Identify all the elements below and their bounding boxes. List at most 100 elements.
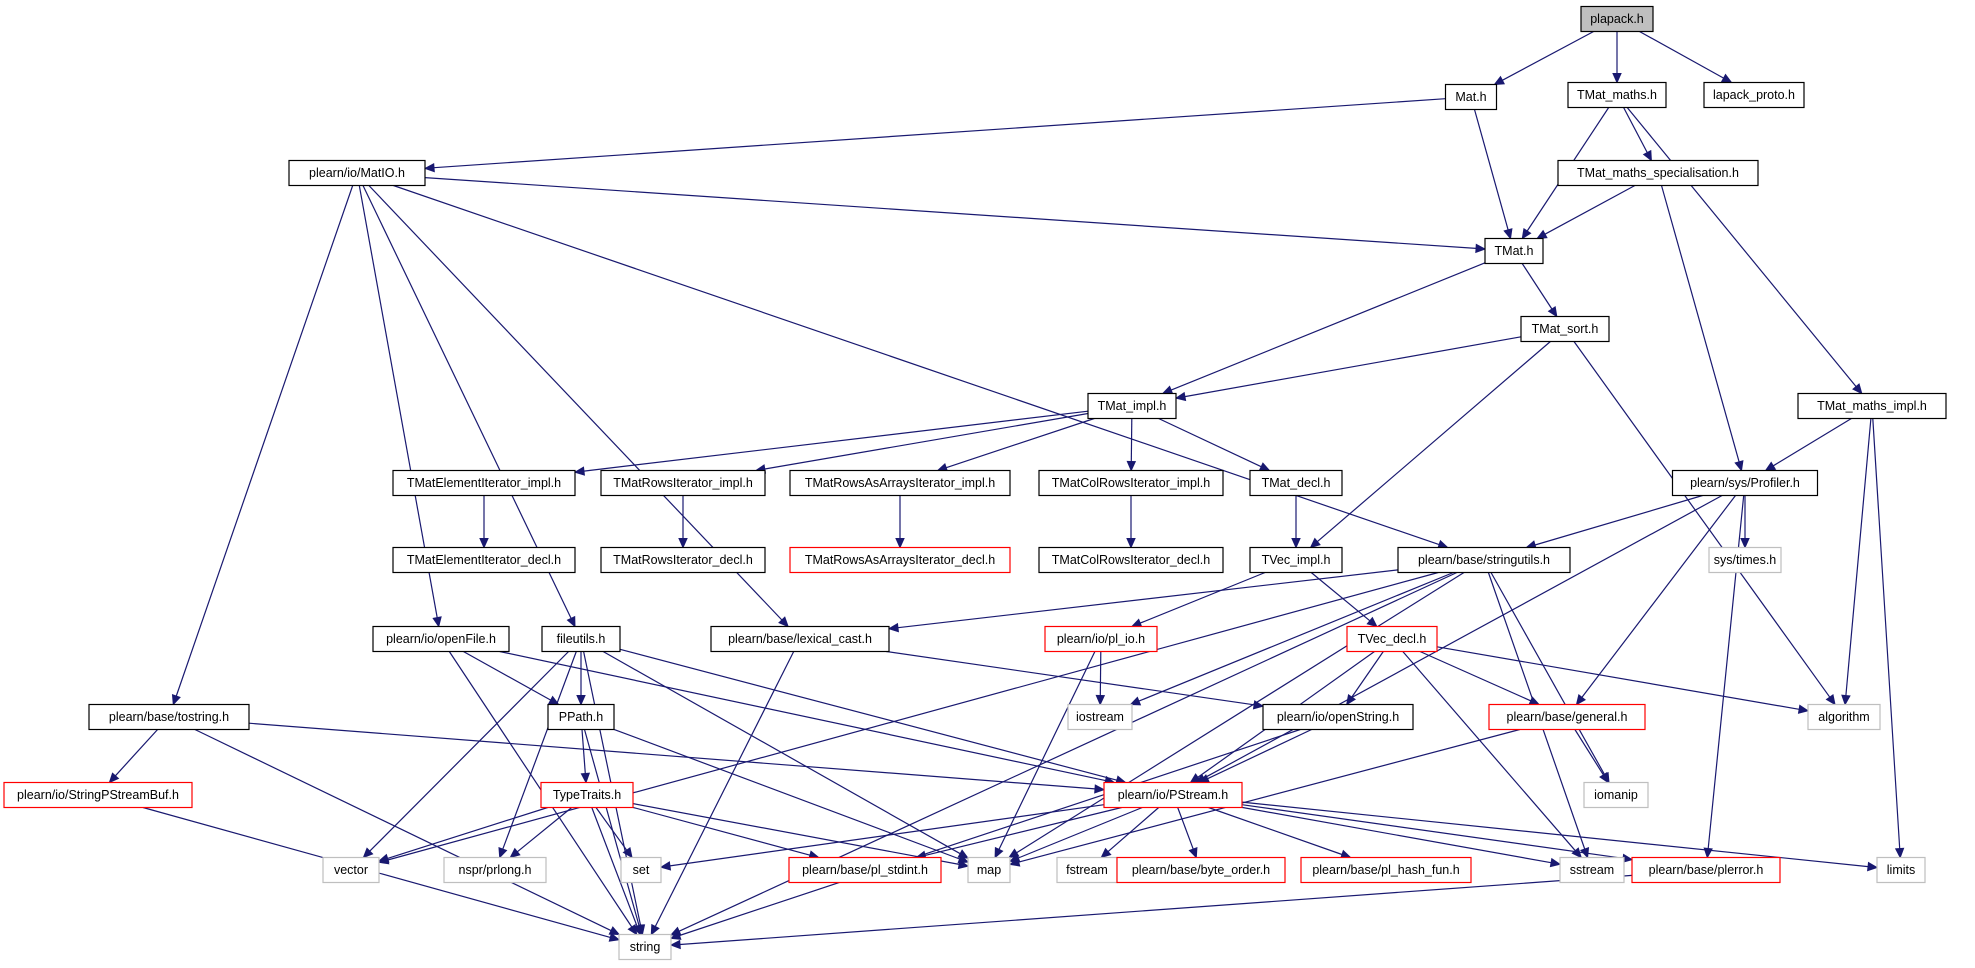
edge-arrowhead bbox=[669, 930, 682, 940]
edges-layer bbox=[108, 30, 1905, 950]
node-tmatelemit-impl-h[interactable]: TMatElementIterator_impl.h bbox=[392, 469, 576, 497]
node-box bbox=[541, 625, 621, 653]
node-tmatcolrowsit-decl-h[interactable]: TMatColRowsIterator_decl.h bbox=[1038, 546, 1224, 574]
node-openfile-h[interactable]: plearn/io/openFile.h bbox=[372, 625, 510, 653]
node-box bbox=[618, 933, 672, 961]
node-lapack-proto-h[interactable]: lapack_proto.h bbox=[1703, 81, 1805, 109]
edge-line bbox=[1573, 341, 1831, 698]
node-box bbox=[1567, 81, 1667, 109]
node-profiler-h[interactable]: plearn/sys/Profiler.h bbox=[1671, 469, 1819, 497]
edge-line bbox=[1130, 418, 1133, 462]
edge-line bbox=[1018, 806, 1143, 859]
node-tostring-h[interactable]: plearn/base/tostring.h bbox=[88, 703, 250, 731]
node-tmatelemit-decl-h[interactable]: TMatElementIterator_decl.h bbox=[392, 546, 576, 574]
node-limits[interactable]: limits bbox=[1876, 856, 1926, 884]
node-map[interactable]: map bbox=[967, 856, 1011, 884]
edge-line bbox=[1138, 571, 1454, 702]
node-tvec-decl-h[interactable]: TVec_decl.h bbox=[1346, 625, 1438, 653]
node-tmatrowsit-decl-h[interactable]: TMatRowsIterator_decl.h bbox=[600, 546, 766, 574]
node-pstream-h[interactable]: plearn/io/PStream.h bbox=[1103, 781, 1243, 809]
node-tmat-sort-h[interactable]: TMat_sort.h bbox=[1520, 315, 1610, 343]
node-pl-stdint-h[interactable]: plearn/base/pl_stdint.h bbox=[788, 856, 942, 884]
node-sys-times-h[interactable]: sys/times.h bbox=[1708, 546, 1782, 574]
edge-line bbox=[1574, 729, 1604, 776]
edge-line bbox=[679, 728, 1301, 937]
node-typetraits-h[interactable]: TypeTraits.h bbox=[540, 781, 634, 809]
node-tmat-decl-h[interactable]: TMat_decl.h bbox=[1249, 469, 1343, 497]
node-tmatrowsasarrit-impl-h[interactable]: TMatRowsAsArraysIterator_impl.h bbox=[789, 469, 1011, 497]
edge-plerror-h-to-string bbox=[669, 874, 1633, 950]
node-algorithm[interactable]: algorithm bbox=[1807, 703, 1881, 731]
node-box bbox=[1038, 546, 1224, 574]
node-tmat-maths-spec-h[interactable]: TMat_maths_specialisation.h bbox=[1557, 159, 1759, 187]
node-mat-h[interactable]: Mat.h bbox=[1444, 83, 1498, 111]
node-box bbox=[1103, 781, 1243, 809]
edge-line bbox=[583, 410, 1089, 472]
edge-arrowhead bbox=[1188, 846, 1198, 859]
edge-profiler-h-to-stringutils-h bbox=[1525, 494, 1703, 550]
node-pl-io-h[interactable]: plearn/io/pl_io.h bbox=[1044, 625, 1158, 653]
node-box bbox=[1346, 625, 1438, 653]
edge-arrowhead bbox=[1174, 391, 1187, 402]
edge-arrowhead bbox=[669, 939, 681, 950]
edge-line bbox=[1139, 571, 1266, 624]
node-box bbox=[788, 856, 942, 884]
node-tmatcolrowsit-impl-h[interactable]: TMatColRowsIterator_impl.h bbox=[1038, 469, 1224, 497]
node-iomanip[interactable]: iomanip bbox=[1583, 781, 1649, 809]
node-tvec-impl-h[interactable]: TVec_impl.h bbox=[1249, 546, 1343, 574]
node-tmat-impl-h[interactable]: TMat_impl.h bbox=[1087, 392, 1177, 420]
node-box bbox=[88, 703, 250, 731]
node-set[interactable]: set bbox=[620, 856, 662, 884]
node-fstream[interactable]: fstream bbox=[1056, 856, 1118, 884]
node-pl-hash-fun-h[interactable]: plearn/base/pl_hash_fun.h bbox=[1300, 856, 1472, 884]
node-sstream[interactable]: sstream bbox=[1559, 856, 1625, 884]
node-label: sys/times.h bbox=[1714, 553, 1777, 567]
node-box bbox=[789, 546, 1011, 574]
edge-tmat-impl-h-to-tmatrowsit-impl-h bbox=[754, 412, 1089, 474]
edge-tmat-maths-h-to-tmat-maths-impl-h bbox=[1626, 107, 1863, 395]
node-tmat-maths-impl-h[interactable]: TMat_maths_impl.h bbox=[1797, 392, 1947, 420]
edge-line bbox=[1544, 184, 1636, 235]
node-openstring-h[interactable]: plearn/io/openString.h bbox=[1262, 703, 1414, 731]
node-box bbox=[540, 781, 634, 809]
node-box bbox=[600, 546, 766, 574]
node-stringutils-h[interactable]: plearn/base/stringutils.h bbox=[1397, 546, 1571, 574]
node-box bbox=[967, 856, 1011, 884]
node-fileutils-h[interactable]: fileutils.h bbox=[541, 625, 621, 653]
node-vector[interactable]: vector bbox=[322, 856, 380, 884]
node-general-h[interactable]: plearn/base/general.h bbox=[1488, 703, 1646, 731]
node-ppath-h[interactable]: PPath.h bbox=[547, 703, 615, 731]
edge-tmatcolrowsit-impl-h-to-tmatcolrowsit-decl-h bbox=[1126, 495, 1136, 549]
edge-line bbox=[1419, 650, 1531, 702]
node-tmatrowsasarrit-decl-h[interactable]: TMatRowsAsArraysIterator_decl.h bbox=[789, 546, 1011, 574]
node-tmat-h[interactable]: TMat.h bbox=[1484, 237, 1544, 265]
node-matio-h[interactable]: plearn/io/MatIO.h bbox=[288, 159, 426, 187]
node-string[interactable]: string bbox=[618, 933, 672, 961]
node-tmat-maths-h[interactable]: TMat_maths.h bbox=[1567, 81, 1667, 109]
node-byte-order-h[interactable]: plearn/base/byte_order.h bbox=[1116, 856, 1286, 884]
node-stringpstreambuf-h[interactable]: plearn/io/StringPStreamBuf.h bbox=[3, 781, 193, 809]
edge-typetraits-h-to-string bbox=[591, 807, 642, 936]
node-box bbox=[1807, 703, 1881, 731]
node-label: TVec_impl.h bbox=[1262, 553, 1331, 567]
edge-arrowhead bbox=[1841, 694, 1851, 706]
node-nspr-prlong-h[interactable]: nspr/prlong.h bbox=[443, 856, 547, 884]
edge-line bbox=[1241, 801, 1869, 868]
edge-arrowhead bbox=[362, 847, 374, 859]
node-label: plearn/sys/Profiler.h bbox=[1690, 476, 1800, 490]
edge-line bbox=[463, 650, 551, 701]
edge-line bbox=[1772, 417, 1852, 467]
edge-tvec-impl-h-to-tvec-decl-h bbox=[1310, 572, 1378, 628]
node-iostream[interactable]: iostream bbox=[1067, 703, 1133, 731]
edge-line bbox=[499, 650, 1106, 782]
node-tmatrowsit-impl-h[interactable]: TMatRowsIterator_impl.h bbox=[600, 469, 766, 497]
node-plerror-h[interactable]: plearn/base/plerror.h bbox=[1631, 856, 1781, 884]
node-label: TMatRowsIterator_decl.h bbox=[613, 553, 753, 567]
edge-pstream-h-to-set bbox=[659, 804, 1105, 871]
node-box bbox=[443, 856, 547, 884]
edge-line bbox=[194, 728, 612, 932]
node-box bbox=[1631, 856, 1781, 884]
node-lexical-cast-h[interactable]: plearn/base/lexical_cast.h bbox=[710, 625, 890, 653]
node-label: TMat_maths_impl.h bbox=[1817, 399, 1927, 413]
